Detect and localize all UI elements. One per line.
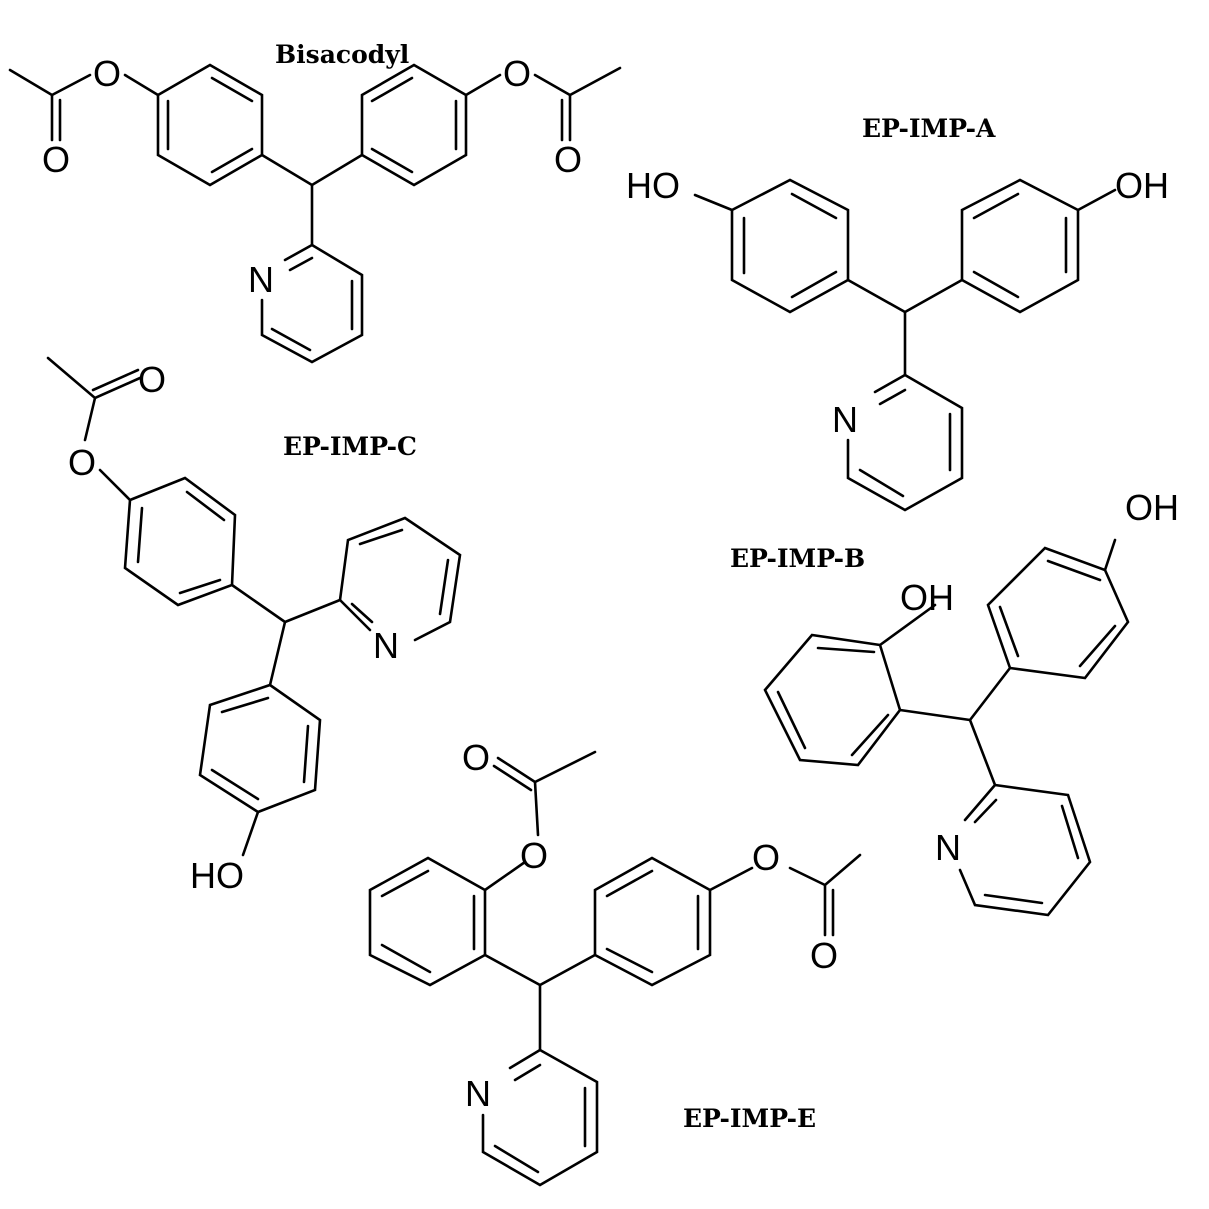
oxygen-atom-label: O (810, 935, 838, 976)
hydroxyl-label: OH (1125, 487, 1179, 528)
oxygen-atom-label: O (503, 53, 531, 94)
molecule-ep-imp-a: HO OH N EP-IMP-A (626, 114, 1169, 512)
nitrogen-atom-label: N (935, 827, 961, 868)
nitrogen-atom-label: N (248, 259, 274, 300)
title-ep-imp-c: EP-IMP-C (283, 432, 417, 461)
oxygen-atom-label: O (93, 53, 121, 94)
molecule-bisacodyl: O O O O N Bisacodyl (8, 40, 622, 364)
molecule-ep-imp-b: OH OH N EP-IMP-B (730, 487, 1179, 917)
molecule-ep-imp-e: O O O O N EP-IMP-E (368, 737, 862, 1187)
oxygen-atom-label: O (42, 139, 70, 180)
oxygen-atom-label: O (752, 837, 780, 878)
title-ep-imp-a: EP-IMP-A (862, 114, 996, 143)
oxygen-atom-label: O (138, 359, 166, 400)
hydroxyl-label: OH (900, 577, 954, 618)
nitrogen-atom-label: N (832, 399, 858, 440)
oxygen-atom-label: O (520, 835, 548, 876)
hydroxyl-label: HO (190, 855, 244, 896)
nitrogen-atom-label: N (373, 625, 399, 666)
hydroxyl-label: HO (626, 165, 680, 206)
oxygen-atom-label: O (68, 442, 96, 483)
nitrogen-atom-label: N (465, 1073, 491, 1114)
title-ep-imp-e: EP-IMP-E (683, 1104, 816, 1133)
molecule-ep-imp-c: O O N HO EP-IMP-C (46, 356, 462, 896)
hydroxyl-label: OH (1115, 165, 1169, 206)
title-ep-imp-b: EP-IMP-B (730, 544, 865, 573)
oxygen-atom-label: O (554, 139, 582, 180)
oxygen-atom-label: O (462, 737, 490, 778)
title-bisacodyl: Bisacodyl (275, 40, 409, 69)
